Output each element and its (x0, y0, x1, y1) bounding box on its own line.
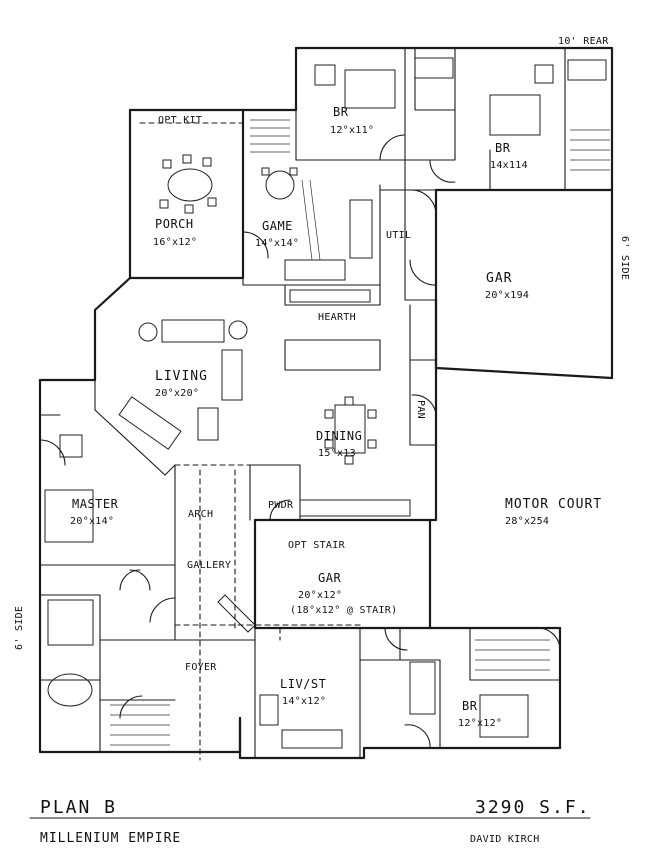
room-labels: BR 12°x11° BR 14x114 PORCH 16°x12° GAME … (70, 105, 602, 729)
game-name: GAME (262, 219, 293, 233)
opt-kit-label: OPT KIT (158, 115, 202, 126)
interior-walls (39, 47, 566, 759)
side-setback-left: 6' SIDE (14, 606, 25, 650)
rear-setback: 10' REAR (558, 36, 609, 47)
living-name: LIVING (155, 369, 208, 384)
living-dim: 20°x20° (155, 388, 199, 399)
gar-rear-dim: 20°x194 (485, 290, 529, 301)
dining-dim: 15°x13 (318, 448, 356, 459)
plan-title: PLAN B (40, 797, 117, 818)
util-label: UTIL (386, 230, 411, 241)
foyer-label: FOYER (185, 662, 217, 673)
master-name: MASTER (72, 497, 119, 511)
exterior-walls (38, 46, 614, 760)
series-name: MILLENIUM EMPIRE (40, 831, 181, 846)
motor-court-name: MOTOR COURT (505, 497, 602, 512)
title-block: PLAN B 3290 S.F. MILLENIUM EMPIRE DAVID … (29, 797, 591, 846)
plan-area: 3290 S.F. (475, 797, 591, 818)
master-dim: 20°x14° (70, 516, 114, 527)
motor-court-dim: 28°x254 (505, 516, 549, 527)
opt-stair-label: OPT STAIR (288, 540, 346, 551)
dashed-lines (139, 122, 361, 761)
arch-label: ARCH (188, 509, 213, 520)
livst-dim: 14°x12° (282, 696, 326, 707)
designer-name: DAVID KIRCH (470, 834, 540, 845)
plan-annotations: 10' REAR 6' SIDE 6' SIDE OPT KIT HEARTH … (14, 36, 630, 673)
dining-name: DINING (316, 429, 362, 443)
door-swings (39, 134, 561, 749)
gar-rear-name: GAR (486, 271, 512, 286)
br2-name: BR (495, 141, 511, 155)
br3-dim: 12°x12° (458, 718, 502, 729)
side-setback-right: 6' SIDE (619, 236, 630, 280)
porch-dim: 16°x12° (153, 237, 197, 248)
br3-name: BR (462, 699, 478, 713)
furniture (44, 57, 610, 749)
gallery-label: GALLERY (187, 560, 231, 571)
game-dim: 14°x14° (255, 238, 299, 249)
hearth-label: HEARTH (318, 312, 356, 323)
br1-dim: 12°x11° (330, 125, 374, 136)
pan-label: PAN (415, 400, 426, 419)
livst-name: LIV/ST (280, 677, 326, 691)
gar-front-dim: 20°x12° (298, 590, 342, 601)
br1-name: BR (333, 105, 349, 119)
pwdr-label: PWDR (268, 500, 294, 511)
br2-dim: 14x114 (490, 160, 528, 171)
gar-front-name: GAR (318, 571, 341, 585)
porch-name: PORCH (155, 217, 194, 231)
gar-front-note: (18°x12° @ STAIR) (290, 605, 397, 616)
